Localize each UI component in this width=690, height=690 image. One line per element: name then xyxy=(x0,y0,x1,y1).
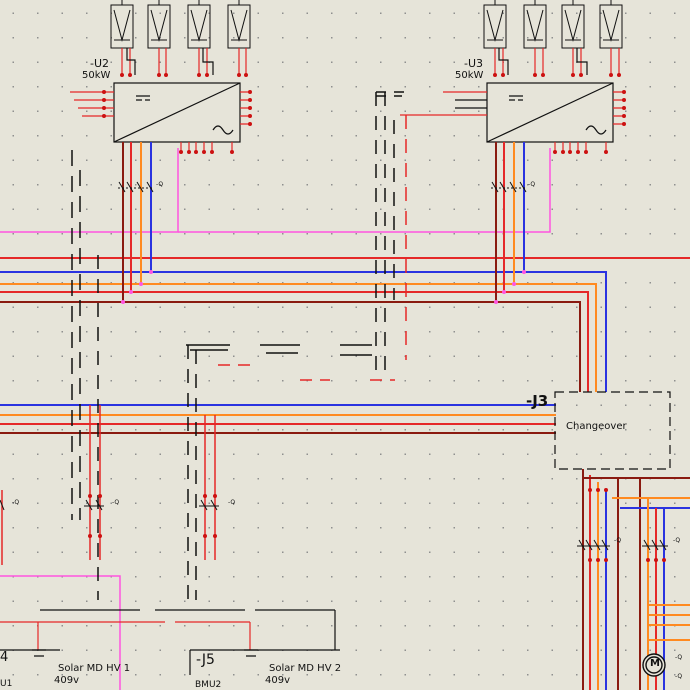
breaker-label: -Q xyxy=(112,499,120,506)
inverter-u2-rating: 50kW xyxy=(82,70,111,81)
load-2-name: Solar MD HV 2 xyxy=(269,663,342,674)
breaker-label: -Q xyxy=(156,181,164,188)
motor-label: M xyxy=(650,658,660,669)
changeover-outputs xyxy=(582,469,690,690)
inverter-u3[interactable] xyxy=(486,82,614,143)
enclosure-dashes xyxy=(71,91,407,600)
breaker-label: -Q xyxy=(12,499,20,506)
inverter-u3-tag: -U3 xyxy=(464,57,484,70)
load-2-sub: BMU2 xyxy=(195,680,222,690)
breaker-q-u2[interactable] xyxy=(118,181,154,193)
pv-string-modules-left xyxy=(110,0,251,49)
inverter-u3-output-drops xyxy=(495,142,525,302)
inverter-u3-rating: 50kW xyxy=(455,70,484,81)
inverter-u2-output-drops xyxy=(122,142,152,302)
inverter-side-feeds xyxy=(70,91,624,152)
main-busbars xyxy=(0,257,690,392)
load-1-name: Solar MD HV 1 xyxy=(58,663,131,674)
motor-symbol[interactable] xyxy=(642,653,666,677)
pv-string-modules-right xyxy=(483,0,623,49)
breaker-label: -Q xyxy=(528,181,536,188)
load-2-voltage: 409v xyxy=(265,675,291,686)
lower-breakers[interactable] xyxy=(0,499,219,511)
lower-feeders xyxy=(1,405,216,565)
load-1-voltage: 409v xyxy=(54,675,80,686)
busbar-junction-dots xyxy=(121,270,526,304)
breaker-label: -Q xyxy=(675,673,683,680)
bottom-distribution xyxy=(0,609,340,675)
breaker-label: -Q xyxy=(675,654,683,661)
string-leads xyxy=(121,48,620,75)
breaker-label: -Q xyxy=(614,537,622,544)
lower-terminal-dots xyxy=(88,494,217,538)
breaker-label: -Q xyxy=(673,537,681,544)
changeover-label: Changeover xyxy=(566,421,627,432)
changeover-box[interactable] xyxy=(554,391,671,470)
lower-busbars xyxy=(0,404,556,434)
inverter-u2-tag: -U2 xyxy=(90,57,110,70)
cut-label-left: 4 xyxy=(0,650,9,665)
breaker-label: -Q xyxy=(228,499,236,506)
control-line xyxy=(0,148,551,690)
inverter-u2[interactable] xyxy=(113,82,241,143)
junction-j5-tag: -J5 xyxy=(196,652,215,668)
breaker-q-u3[interactable] xyxy=(491,181,527,193)
changeover-terminal-dots xyxy=(588,488,666,562)
string-terminals xyxy=(120,73,621,77)
changeover-tag: -J3 xyxy=(526,392,549,410)
cut-label-u1: U1 xyxy=(0,679,13,689)
changeover-breakers[interactable] xyxy=(577,539,668,551)
inverter-terminals xyxy=(102,90,626,154)
